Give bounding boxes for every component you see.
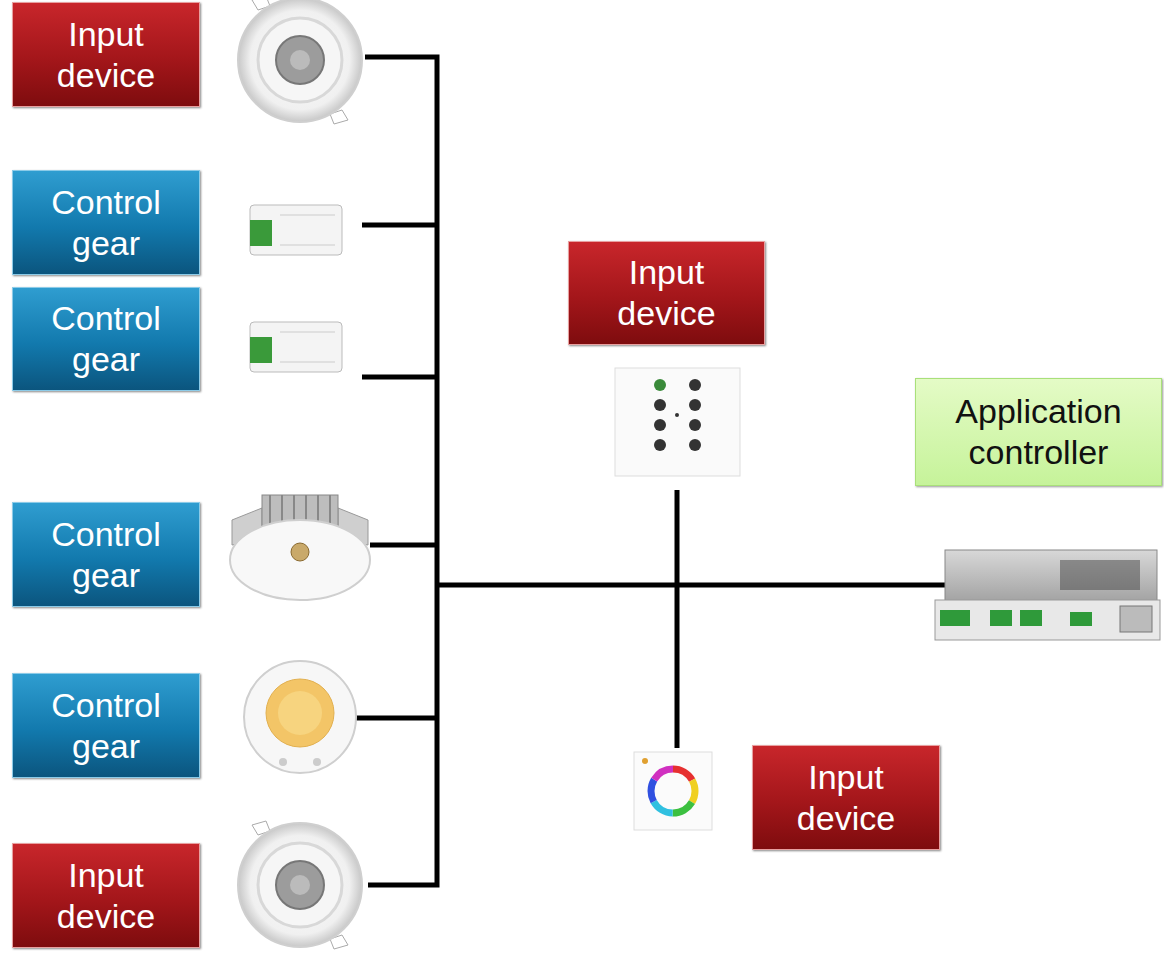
control-gear-box: Control gear: [12, 502, 200, 607]
input-device-box: Input device: [568, 241, 765, 345]
push-button-keypad: [615, 368, 740, 476]
presence-sensor: [238, 0, 362, 124]
device-label: Application controller: [926, 391, 1151, 473]
input-device-box: Input device: [752, 745, 940, 850]
emergency-luminaire: [230, 495, 370, 600]
control-gear-box: Control gear: [12, 287, 200, 391]
device-label: Input device: [579, 252, 754, 334]
device-label: Input device: [23, 855, 189, 937]
led-driver: [250, 322, 342, 372]
device-label: Input device: [763, 757, 929, 839]
bus-wire: [356, 57, 945, 885]
application-controller-box: Application controller: [915, 378, 1162, 486]
colour-wheel-panel: [634, 752, 712, 830]
led-module: [244, 661, 356, 773]
device-label: Input device: [23, 14, 189, 96]
device-label: Control gear: [23, 298, 189, 380]
device-label: Control gear: [23, 182, 189, 264]
device-label: Control gear: [23, 685, 189, 767]
led-driver: [250, 205, 342, 255]
device-label: Control gear: [23, 514, 189, 596]
input-device-box: Input device: [12, 843, 200, 948]
control-gear-box: Control gear: [12, 673, 200, 778]
application-controller-unit: [935, 550, 1160, 640]
presence-sensor: [238, 821, 362, 949]
control-gear-box: Control gear: [12, 170, 200, 275]
input-device-box: Input device: [12, 2, 200, 107]
